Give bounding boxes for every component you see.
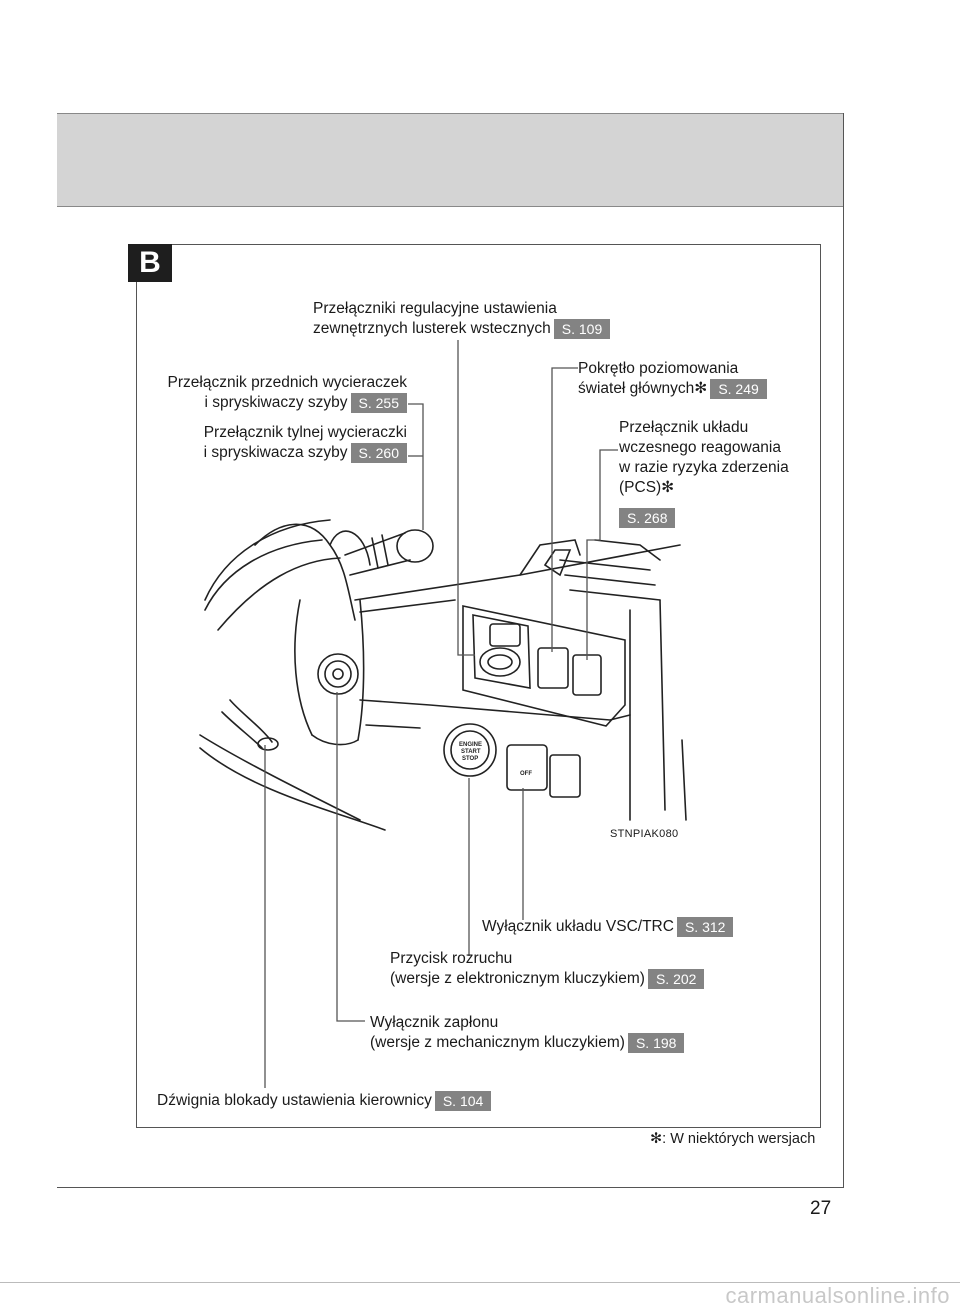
callout-line: (PCS) (619, 479, 662, 496)
footnote-mark: ✻ (650, 1131, 663, 1147)
page-ref-badge[interactable]: S. 312 (676, 917, 734, 937)
footnote: ✻: W niektórych wersjach (650, 1131, 815, 1147)
footnote-text: : W niektórych wersjach (662, 1131, 816, 1147)
watermark: carmanualsonline.info (725, 1283, 950, 1308)
callout-line: Przełącznik przednich wycieraczek (167, 374, 407, 391)
callout-line: Przełącznik tylnej wycieraczki (203, 424, 407, 441)
callout-line: zewnętrznych lusterek wstecznych (313, 320, 551, 338)
callout-mirror-switches: Przełączniki regulacyjne ustawienia zewn… (313, 299, 611, 339)
callout-line: wczesnego reagowania (619, 439, 781, 456)
page-ref-badge[interactable]: S. 268 (619, 508, 676, 528)
callout-start-button: Przycisk rozruchu (wersje z elektroniczn… (390, 949, 705, 989)
page-ref-badge[interactable]: S. 255 (350, 393, 407, 413)
page-number: 27 (810, 1198, 832, 1219)
callout-line: Wyłącznik zapłonu (370, 1014, 499, 1031)
callout-line: Przełączniki regulacyjne ustawienia (313, 300, 557, 317)
page-ref-badge[interactable]: S. 109 (553, 319, 611, 339)
page-ref-badge[interactable]: S. 198 (627, 1033, 685, 1053)
stop-label: STOP (462, 756, 478, 762)
callout-line: (wersje z mechanicznym kluczykiem) (370, 1034, 625, 1052)
page-ref-badge[interactable]: S. 202 (647, 969, 705, 989)
diagram-frame (136, 244, 821, 1128)
callout-front-wiper: Przełącznik przednich wycieraczek i spry… (145, 373, 407, 413)
callout-line: Przełącznik układu (619, 419, 749, 436)
engine-label: ENGINE (459, 742, 482, 748)
optional-mark: ✻ (661, 479, 675, 496)
callout-headlight-leveling: Pokrętło poziomowania świateł głównych✻S… (578, 359, 767, 399)
callout-line: i spryskiwaczy szyby (204, 394, 348, 412)
callout-line: i spryskiwacza szyby (203, 444, 348, 462)
start-label: START (461, 749, 481, 755)
callout-line: Przycisk rozruchu (390, 950, 513, 967)
callout-line: (wersje z elektronicznym kluczykiem) (390, 970, 645, 988)
callout-line: świateł głównych (578, 380, 695, 398)
vsc-off-label: OFF (520, 771, 532, 777)
callout-line: w razie ryzyka zderzenia (619, 459, 789, 476)
callout-pcs: Przełącznik układu wczesnego reagowania … (619, 418, 789, 528)
callout-line: Pokrętło poziomowania (578, 360, 739, 377)
page-frame-bottom (57, 1187, 844, 1188)
chapter-header-band (57, 113, 844, 207)
page-ref-badge[interactable]: S. 260 (350, 443, 407, 463)
footer-divider (0, 1282, 960, 1283)
section-tag: B (128, 244, 172, 282)
callout-ignition: Wyłącznik zapłonu (wersje z mechanicznym… (370, 1013, 685, 1053)
callout-line: Wyłącznik układu VSC/TRC (482, 918, 674, 936)
page-ref-badge[interactable]: S. 104 (434, 1091, 492, 1111)
callout-rear-wiper: Przełącznik tylnej wycieraczki i spryski… (145, 423, 407, 463)
image-code: STNPIAK080 (610, 828, 679, 840)
optional-mark: ✻ (694, 380, 708, 398)
page-ref-badge[interactable]: S. 249 (710, 379, 767, 399)
callout-line: Dźwignia blokady ustawienia kierownicy (157, 1092, 432, 1110)
page-frame-right (843, 113, 844, 1188)
